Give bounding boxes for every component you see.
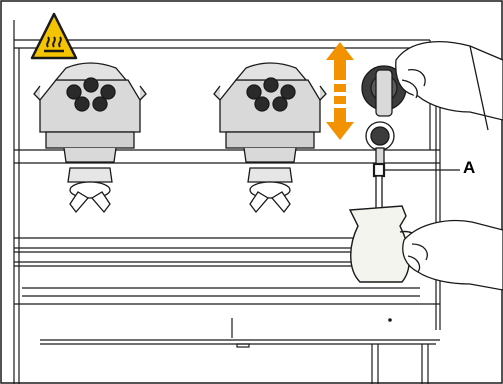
callout-label-a: A [463, 158, 475, 178]
machine-screw [388, 318, 392, 322]
